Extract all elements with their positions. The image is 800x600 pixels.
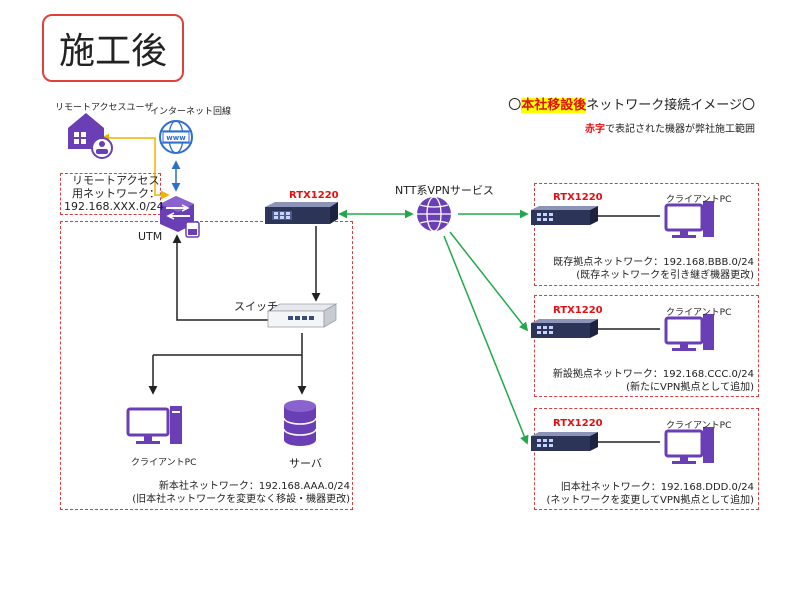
remote-network-line3: 192.168.XXX.0/24: [64, 200, 164, 213]
site3-client-pc-label: クライアントPC: [666, 421, 732, 431]
heading-suffix: ネットワーク接続イメージ〇: [586, 98, 755, 113]
remote-user-icon: [68, 113, 113, 159]
site3-network-line2: (ネットワークを変更してVPN拠点として追加): [546, 495, 754, 506]
site3-router-label: RTX1220: [553, 418, 603, 429]
server-label: サーバ: [289, 457, 322, 470]
vpn-link-site3: [443, 235, 529, 445]
site2-network-line2: (新たにVPN拠点として追加): [626, 382, 754, 393]
site3-network-label: 旧本社ネットワーク：192.168.DDD.0/24 (ネットワークを変更してV…: [546, 481, 754, 507]
svg-text:www: www: [166, 134, 186, 142]
scope-note-rest: で表記された機器が弊社施工範囲: [605, 124, 755, 135]
site-zone-2: [534, 295, 759, 397]
site2-client-pc-icon: [664, 314, 714, 351]
hq-router-icon: [265, 202, 338, 224]
hq-network-line2: (旧本社ネットワークを変更なく移設・機器更改): [132, 494, 350, 505]
server-database-icon: [283, 400, 317, 446]
hq-client-pc-label: クライアントPC: [131, 458, 197, 468]
site1-router-icon: [531, 206, 598, 225]
site3-client-pc-icon: [664, 427, 714, 464]
hq-link-utm-switch: [172, 234, 268, 321]
remote-network-line2: 用ネットワーク：: [72, 187, 160, 200]
site1-router-label: RTX1220: [553, 192, 603, 203]
site1-client-pc-icon: [664, 201, 714, 238]
remote-network-label: リモートアクセス 用ネットワーク： 192.168.XXX.0/24: [64, 174, 164, 213]
site1-network-line2: (既存ネットワークを引き継ぎ機器更改): [576, 270, 754, 281]
hq-network-line1: 新本社ネットワーク：192.168.AAA.0/24: [158, 481, 350, 492]
heading-highlight: 本社移設後: [521, 98, 587, 113]
site1-network-line1: 既存拠点ネットワーク：192.168.BBB.0/24: [553, 257, 754, 268]
site1-network-label: 既存拠点ネットワーク：192.168.BBB.0/24 (既存ネットワークを引き…: [553, 256, 754, 282]
internet-label: インターネット回線: [150, 107, 232, 117]
site3-router-icon: [531, 432, 598, 451]
vpn-service-label: NTT系VPNサービス: [395, 184, 494, 197]
site2-network-label: 新設拠点ネットワーク：192.168.CCC.0/24 (新たにVPN拠点として…: [553, 368, 754, 394]
utm-label: UTM: [138, 230, 163, 243]
site2-router-icon: [531, 319, 598, 338]
hq-network-label: 新本社ネットワーク：192.168.AAA.0/24 (旧本社ネットワークを変更…: [132, 480, 350, 506]
remote-access-link: [100, 133, 170, 200]
scope-note-red: 赤字: [585, 124, 605, 135]
remote-user-label: リモートアクセスユーザ: [55, 103, 154, 113]
heading-prefix: 〇: [508, 98, 522, 113]
internet-globe-icon: www: [159, 120, 193, 154]
site3-network-line1: 旧本社ネットワーク：192.168.DDD.0/24: [560, 482, 754, 493]
site2-router-label: RTX1220: [553, 305, 603, 316]
hq-network-zone: [60, 221, 353, 510]
site-zone-3: [534, 408, 759, 510]
hq-router-label: RTX1220: [289, 190, 339, 201]
site1-client-pc-label: クライアントPC: [666, 195, 732, 205]
switch-label: スイッチ: [234, 300, 278, 313]
site2-network-line1: 新設拠点ネットワーク：192.168.CCC.0/24: [552, 369, 754, 380]
utm-firewall-icon: [160, 196, 200, 238]
page-title: 施工後: [42, 14, 184, 82]
diagram-heading: 〇本社移設後ネットワーク接続イメージ〇: [508, 94, 755, 113]
site2-client-pc-label: クライアントPC: [666, 308, 732, 318]
site-zone-1: [534, 183, 759, 286]
vpn-globe-icon: [417, 196, 451, 232]
hq-client-pc-icon: [126, 406, 182, 444]
scope-note: 赤字で表記された機器が弊社施工範囲: [585, 120, 755, 135]
switch-icon: [266, 303, 338, 328]
remote-network-line1: リモートアクセス: [72, 174, 160, 187]
vpn-link-site2: [449, 231, 529, 332]
